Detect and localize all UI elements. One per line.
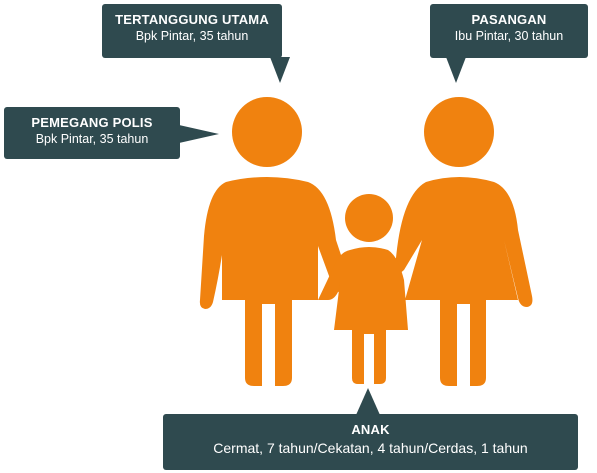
callout-title: TERTANGGUNG UTAMA: [115, 12, 269, 27]
callout-subtitle: Ibu Pintar, 30 tahun: [454, 29, 564, 43]
callout-pemegang-polis: PEMEGANG POLIS Bpk Pintar, 35 tahun: [4, 107, 180, 159]
callout-subtitle: Bpk Pintar, 35 tahun: [135, 29, 249, 43]
callout-tertanggung-utama: TERTANGGUNG UTAMA Bpk Pintar, 35 tahun: [102, 4, 282, 58]
callout-pasangan: PASANGAN Ibu Pintar, 30 tahun: [430, 4, 588, 58]
callout-title: ANAK: [351, 422, 390, 437]
callout-pointer: [356, 388, 380, 415]
callout-subtitle: Cermat, 7 tahun/Cekatan, 4 tahun/Cerdas,…: [213, 440, 528, 456]
callout-pointer: [446, 57, 466, 83]
callout-subtitle: Bpk Pintar, 35 tahun: [35, 132, 149, 146]
callout-pointer: [270, 57, 290, 83]
callout-title: PASANGAN: [471, 12, 547, 27]
callout-pointer: [179, 125, 219, 143]
mother-figure: [367, 97, 533, 386]
father-figure: [199, 97, 351, 386]
child-figure: [318, 194, 408, 384]
callout-title: PEMEGANG POLIS: [31, 115, 153, 130]
callout-anak: ANAK Cermat, 7 tahun/Cekatan, 4 tahun/Ce…: [163, 414, 578, 470]
